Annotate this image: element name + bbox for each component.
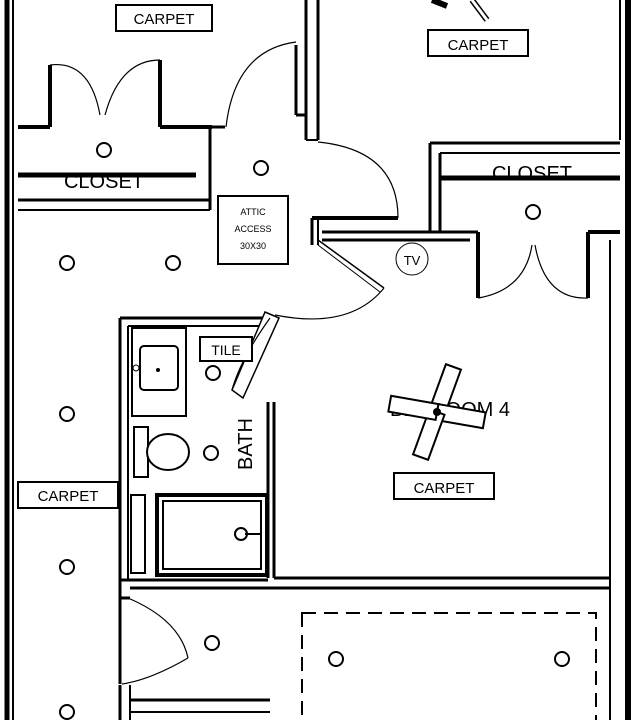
svg-text:CARPET: CARPET bbox=[134, 11, 195, 28]
shower-icon bbox=[155, 493, 269, 577]
ceiling-light-icon bbox=[59, 406, 75, 422]
carpet-label-top-left: CARPET bbox=[115, 4, 213, 32]
ceiling-light-icon bbox=[525, 204, 541, 220]
svg-text:30X30: 30X30 bbox=[240, 241, 266, 251]
ceiling-fan-top-icon bbox=[430, 0, 490, 22]
ceiling-light-icon bbox=[253, 160, 269, 176]
carpet-label-hall: CARPET bbox=[17, 481, 119, 509]
ceiling-lights bbox=[59, 142, 570, 720]
svg-text:ATTIC: ATTIC bbox=[240, 207, 266, 217]
ceiling-light-icon bbox=[203, 445, 219, 461]
svg-text:CARPET: CARPET bbox=[448, 37, 509, 54]
ceiling-light-icon bbox=[328, 651, 344, 667]
ceiling-light-icon bbox=[204, 635, 220, 651]
svg-text:TV: TV bbox=[404, 253, 421, 268]
ceiling-light-icon bbox=[59, 559, 75, 575]
carpet-label-bedroom: CARPET bbox=[393, 472, 495, 500]
ceiling-light-icon bbox=[96, 142, 112, 158]
sink-icon bbox=[131, 327, 187, 417]
door-swings bbox=[49, 41, 589, 685]
tile-label: TILE bbox=[199, 336, 253, 362]
closet-label-right: CLOSET bbox=[492, 163, 572, 185]
ceiling-fan-icon bbox=[387, 362, 487, 462]
ceiling-light-icon bbox=[205, 365, 221, 381]
toilet-icon bbox=[133, 426, 190, 478]
svg-text:ACCESS: ACCESS bbox=[234, 224, 271, 234]
carpet-label-top-right: CARPET bbox=[427, 29, 529, 57]
closet-label-left: CLOSET bbox=[64, 171, 144, 193]
walls bbox=[4, 0, 631, 720]
ceiling-light-icon bbox=[554, 651, 570, 667]
bath-label: BATH bbox=[235, 418, 257, 470]
towel-bar bbox=[130, 494, 146, 574]
ceiling-light-icon bbox=[59, 255, 75, 271]
ceiling-light-icon bbox=[165, 255, 181, 271]
tv-label: TV bbox=[395, 242, 429, 276]
svg-text:TILE: TILE bbox=[211, 342, 241, 358]
svg-text:CARPET: CARPET bbox=[38, 488, 99, 505]
svg-text:CARPET: CARPET bbox=[414, 480, 475, 497]
attic-access-label: ATTIC ACCESS 30X30 bbox=[217, 195, 289, 265]
ceiling-light-icon bbox=[59, 704, 75, 720]
